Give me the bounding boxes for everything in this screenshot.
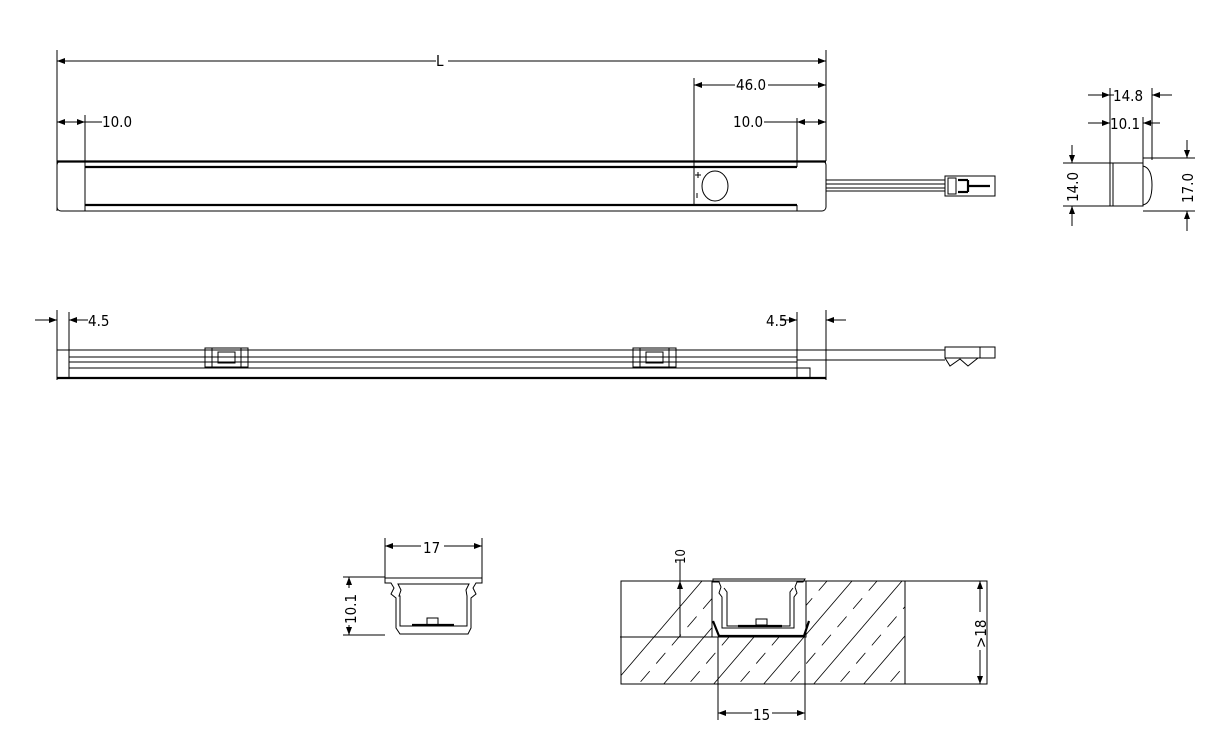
side-view: 4.5 4.5 — [35, 310, 996, 380]
cable — [826, 179, 945, 192]
dim-overall-height: 17.0 — [1179, 173, 1197, 203]
dim-min-thickness: >18 — [972, 620, 990, 648]
dim-left-cap: 10.0 — [102, 113, 132, 131]
dim-left-offset: 4.5 — [88, 312, 109, 330]
installation-section: 10 15 >18 — [620, 549, 990, 724]
side-connector — [944, 346, 996, 367]
dim-overall-depth: 14.8 — [1113, 87, 1143, 105]
dim-recess-depth: 10 — [674, 549, 689, 564]
dim-right-cap: 10.0 — [733, 113, 763, 131]
dim-profile-height: 10.1 — [342, 594, 360, 624]
dim-sensor-offset: 46.0 — [736, 76, 766, 94]
dim-length-label: L — [436, 52, 444, 70]
mounting-clip-left — [204, 347, 249, 368]
dim-groove-width: 15 — [753, 706, 770, 724]
dim-body-depth: 10.1 — [1110, 115, 1140, 133]
end-view: 14.8 10.1 14.0 17.0 — [1063, 87, 1197, 231]
mounting-clip-right — [632, 347, 677, 368]
dim-right-offset: 4.5 — [766, 312, 787, 330]
top-view: L 46.0 10.0 10.0 — [56, 50, 996, 212]
connector — [944, 175, 996, 197]
plus-mark — [695, 172, 701, 178]
sensor-circle — [701, 170, 729, 202]
profile-section: 17 10.1 — [342, 538, 483, 636]
hatching — [621, 581, 905, 684]
dim-body-height: 14.0 — [1064, 172, 1082, 202]
dim-profile-width: 17 — [423, 539, 440, 557]
